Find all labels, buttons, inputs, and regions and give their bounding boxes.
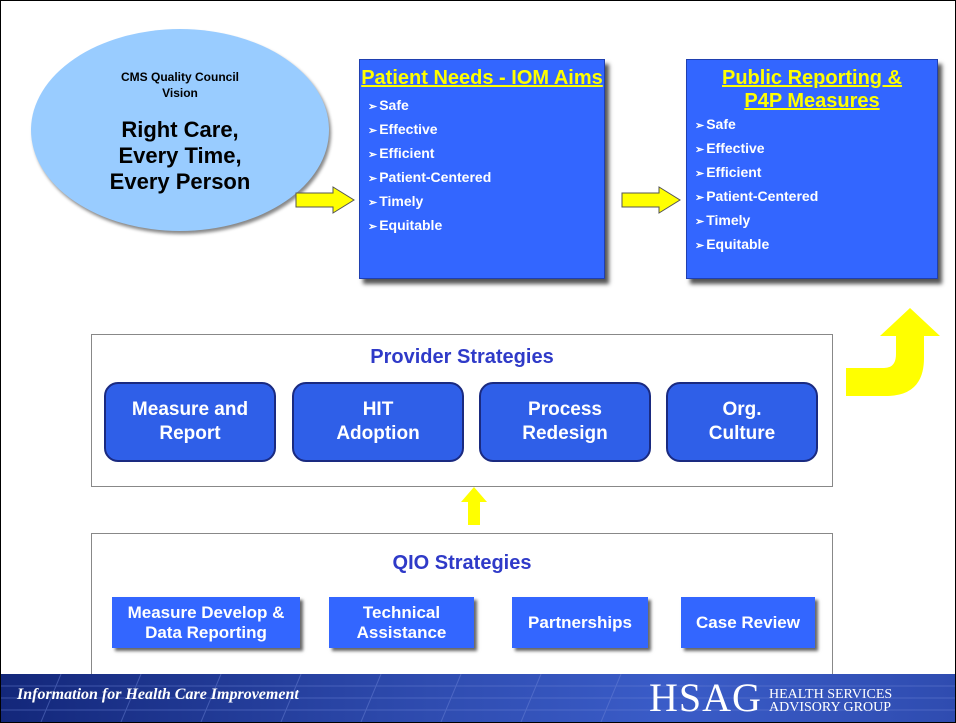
iom-aims-box: Patient Needs - IOM Aims Safe Effective … xyxy=(359,59,605,279)
logo-line-1: HEALTH SERVICES xyxy=(769,687,893,702)
footer-pattern xyxy=(1,674,955,722)
qio-label: Measure Develop & Data Reporting xyxy=(127,602,285,642)
strategy-label: HIT Adoption xyxy=(336,399,420,444)
list-item: Patient-Centered xyxy=(368,166,604,190)
hsag-logo-subtitle: HEALTH SERVICES ADVISORY GROUP xyxy=(769,687,893,715)
qio-case-review: Case Review xyxy=(681,597,815,648)
vision-oval: CMS Quality Council Vision Right Care, E… xyxy=(31,29,329,231)
qio-partnerships: Partnerships xyxy=(512,597,648,648)
strategy-label: Measure and Report xyxy=(131,399,249,444)
list-item: Effective xyxy=(695,137,937,161)
qio-technical-assistance: Technical Assistance xyxy=(329,597,474,648)
qio-strategies-frame: QIO Strategies Measure Develop & Data Re… xyxy=(91,533,833,675)
hsag-logo: HSAG xyxy=(649,675,762,720)
p4p-measures-box: Public Reporting & P4P Measures Safe Eff… xyxy=(686,59,938,279)
iom-aims-list: Safe Effective Efficient Patient-Centere… xyxy=(368,94,604,238)
strategy-process-redesign: Process Redesign xyxy=(479,382,651,462)
list-item: Effective xyxy=(368,118,604,142)
qio-label: Partnerships xyxy=(528,612,632,632)
list-item: Efficient xyxy=(368,142,604,166)
list-item: Equitable xyxy=(695,233,937,257)
vision-statement: Right Care, Every Time, Every Person xyxy=(31,117,329,195)
right-arrow-icon xyxy=(295,186,355,214)
provider-strategies-title: Provider Strategies xyxy=(370,346,554,368)
qio-label: Case Review xyxy=(696,612,800,632)
strategy-measure-and-report: Measure and Report xyxy=(104,382,276,462)
list-item: Timely xyxy=(368,190,604,214)
qio-strategies-title: QIO Strategies xyxy=(392,552,532,574)
list-item: Safe xyxy=(368,94,604,118)
logo-line-2: ADVISORY GROUP xyxy=(769,700,892,715)
footer-tagline: Information for Health Care Improvement xyxy=(17,686,299,703)
strategy-label: Process Redesign xyxy=(522,399,608,444)
curved-up-arrow-icon xyxy=(846,308,940,396)
vision-statement-text: Right Care, Every Time, Every Person xyxy=(109,117,251,194)
iom-aims-title: Patient Needs - IOM Aims xyxy=(361,67,603,89)
strategy-org-culture: Org. Culture xyxy=(666,382,818,462)
vision-subtitle: CMS Quality Council Vision xyxy=(120,70,239,100)
list-item: Patient-Centered xyxy=(695,185,937,209)
qio-measure-develop: Measure Develop & Data Reporting xyxy=(112,597,300,648)
right-arrow-icon xyxy=(621,186,681,214)
list-item: Safe xyxy=(695,113,937,137)
p4p-measures-list: Safe Effective Efficient Patient-Centere… xyxy=(695,113,937,257)
list-item: Efficient xyxy=(695,161,937,185)
up-arrow-icon xyxy=(461,487,487,525)
provider-strategies-frame: Provider Strategies Measure and Report H… xyxy=(91,334,833,487)
qio-label: Technical Assistance xyxy=(356,602,447,642)
footer-bar: Information for Health Care Improvement … xyxy=(1,674,955,722)
p4p-measures-title: Public Reporting & P4P Measures xyxy=(722,67,902,112)
strategy-label: Org. Culture xyxy=(708,399,776,444)
list-item: Equitable xyxy=(368,214,604,238)
list-item: Timely xyxy=(695,209,937,233)
strategy-hit-adoption: HIT Adoption xyxy=(292,382,464,462)
